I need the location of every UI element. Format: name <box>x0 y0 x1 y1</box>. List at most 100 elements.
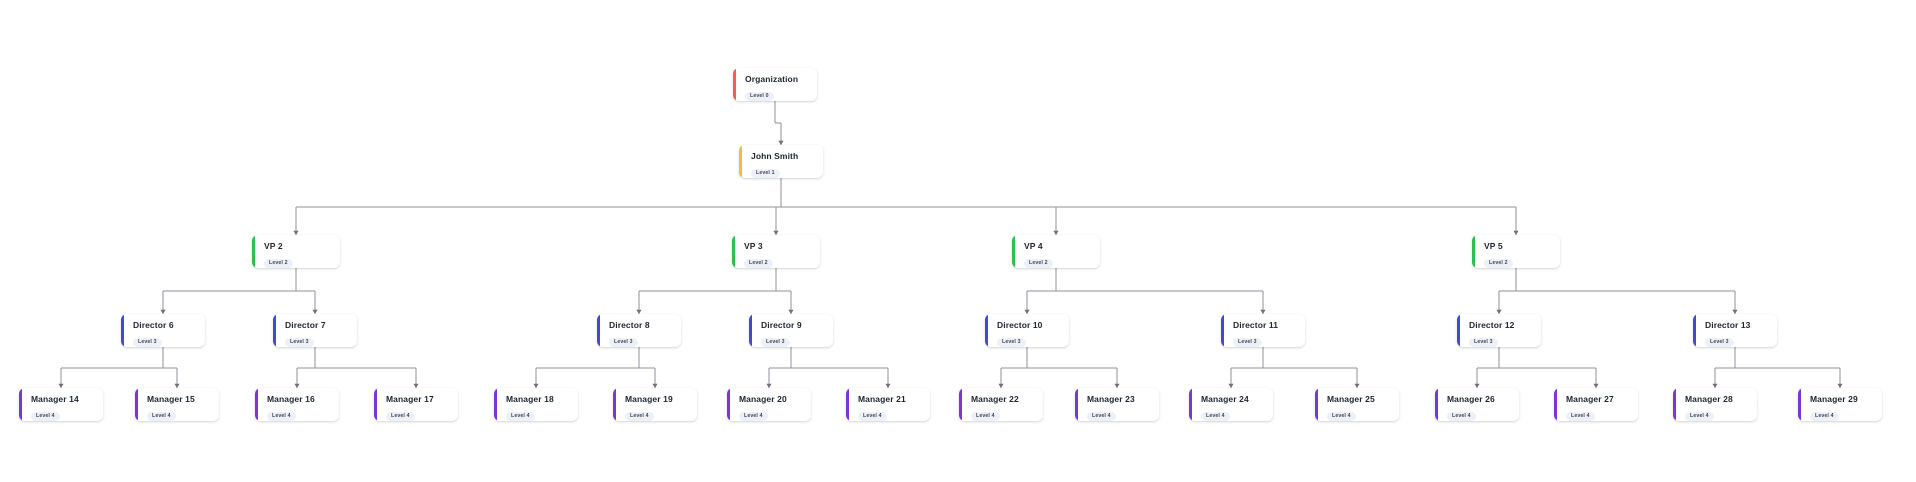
node-level-badge: Level 4 <box>739 411 768 421</box>
node-title: Director 8 <box>609 320 650 330</box>
node-title: VP 3 <box>744 241 763 251</box>
node-level-badge: Level 4 <box>1566 411 1595 421</box>
node-accent-bar <box>1012 235 1015 268</box>
node-level-badge: Level 4 <box>267 411 296 421</box>
node-accent-bar <box>19 388 22 421</box>
node-title: Manager 14 <box>31 394 79 404</box>
node-accent-bar <box>727 388 730 421</box>
node-level-badge: Level 4 <box>625 411 654 421</box>
node-title: Manager 27 <box>1566 394 1614 404</box>
node-level-badge: Level 3 <box>285 337 314 347</box>
org-node-manager-27[interactable]: Manager 27 Level 4 <box>1554 388 1638 421</box>
node-title: Manager 16 <box>267 394 315 404</box>
node-title: Director 9 <box>761 320 802 330</box>
node-accent-bar <box>749 314 752 347</box>
org-node-manager-19[interactable]: Manager 19 Level 4 <box>613 388 697 421</box>
org-node-manager-16[interactable]: Manager 16 Level 4 <box>255 388 339 421</box>
node-body: Manager 27 Level 4 <box>1554 394 1638 421</box>
node-title: VP 2 <box>264 241 283 251</box>
node-accent-bar <box>255 388 258 421</box>
node-level-badge: Level 2 <box>1484 258 1513 268</box>
node-accent-bar <box>1315 388 1318 421</box>
node-title: Manager 18 <box>506 394 554 404</box>
node-title: Manager 23 <box>1087 394 1135 404</box>
node-body: Director 9 Level 3 <box>749 320 833 347</box>
node-title: Manager 19 <box>625 394 673 404</box>
node-title: Director 10 <box>997 320 1043 330</box>
node-title: Director 7 <box>285 320 326 330</box>
node-accent-bar <box>1472 235 1475 268</box>
node-accent-bar <box>1221 314 1224 347</box>
node-level-badge: Level 4 <box>1087 411 1116 421</box>
node-accent-bar <box>1189 388 1192 421</box>
org-node-director-7[interactable]: Director 7 Level 3 <box>273 314 357 347</box>
org-node-director-9[interactable]: Director 9 Level 3 <box>749 314 833 347</box>
node-title: Director 6 <box>133 320 174 330</box>
org-node-manager-23[interactable]: Manager 23 Level 4 <box>1075 388 1159 421</box>
node-accent-bar <box>1075 388 1078 421</box>
node-accent-bar <box>597 314 600 347</box>
node-accent-bar <box>985 314 988 347</box>
node-title: Manager 17 <box>386 394 434 404</box>
org-node-manager-18[interactable]: Manager 18 Level 4 <box>494 388 578 421</box>
node-accent-bar <box>1554 388 1557 421</box>
org-node-manager-26[interactable]: Manager 26 Level 4 <box>1435 388 1519 421</box>
node-level-badge: Level 4 <box>506 411 535 421</box>
node-level-badge: Level 3 <box>761 337 790 347</box>
node-level-badge: Level 3 <box>1469 337 1498 347</box>
node-accent-bar <box>1457 314 1460 347</box>
node-accent-bar <box>1673 388 1676 421</box>
node-title: Manager 22 <box>971 394 1019 404</box>
node-body: Manager 23 Level 4 <box>1075 394 1159 421</box>
node-level-badge: Level 4 <box>1201 411 1230 421</box>
node-body: Director 7 Level 3 <box>273 320 357 347</box>
node-level-badge: Level 4 <box>147 411 176 421</box>
node-level-badge: Level 4 <box>1685 411 1714 421</box>
node-level-badge: Level 1 <box>751 168 780 178</box>
node-level-badge: Level 3 <box>1705 337 1734 347</box>
node-title: VP 4 <box>1024 241 1043 251</box>
node-accent-bar <box>494 388 497 421</box>
node-accent-bar <box>273 314 276 347</box>
node-accent-bar <box>613 388 616 421</box>
node-body: Manager 16 Level 4 <box>255 394 339 421</box>
node-level-badge: Level 4 <box>1327 411 1356 421</box>
node-body: Manager 19 Level 4 <box>613 394 697 421</box>
node-level-badge: Level 4 <box>1447 411 1476 421</box>
node-title: Manager 26 <box>1447 394 1495 404</box>
